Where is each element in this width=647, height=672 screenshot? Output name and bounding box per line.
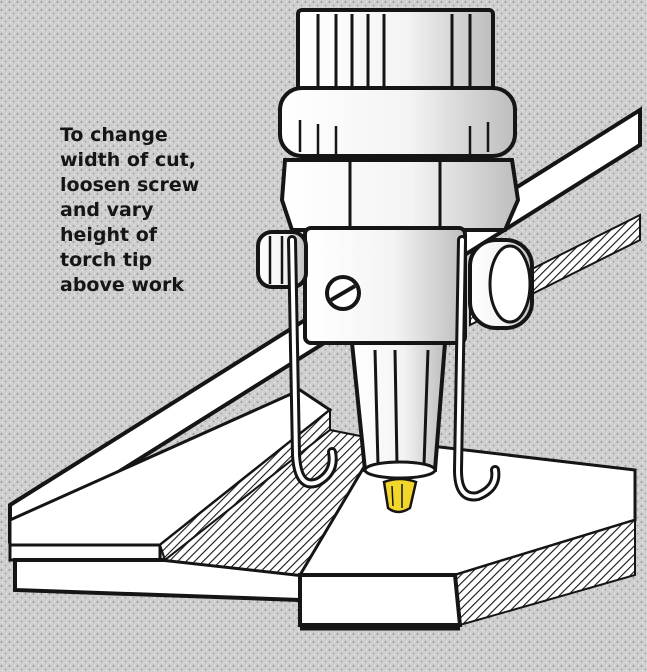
caption-line: loosen screw [60,173,235,198]
instruction-caption: To change width of cut, loosen screw and… [60,123,235,298]
caption-line: height of [60,223,235,248]
caption-line: torch tip [60,248,235,273]
side-bolt-left [258,232,306,287]
side-bolt-right [470,240,532,328]
caption-line: and vary [60,198,235,223]
caption-line: above work [60,273,235,298]
caption-line: To change [60,123,235,148]
flame-icon [384,479,416,512]
caption-line: width of cut, [60,148,235,173]
screw-icon [327,277,359,309]
